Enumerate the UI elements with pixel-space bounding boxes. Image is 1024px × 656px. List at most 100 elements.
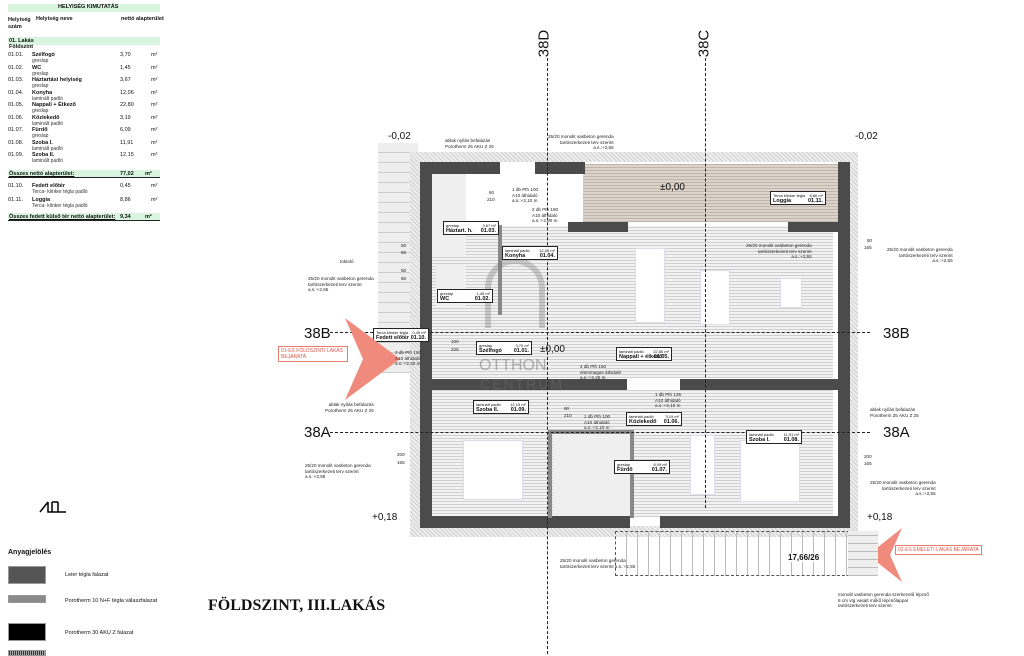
room-name: WC [32, 64, 42, 71]
axis-label-38d: 38D [535, 29, 553, 58]
legend-swatch-porotherm10 [8, 595, 46, 603]
outdoor-total-unit: m² [145, 214, 152, 220]
note-lintel-room: 1 db Pth 125 A10 áthidaló a.s.:+2,10 m [655, 392, 682, 409]
note-lintel-entry: 3 db Pth 150 A10 áthidaló a.s.:+2,30 m [395, 350, 422, 367]
note-beam-left: 25/20 monolit vasbeton gerenda tartószer… [308, 276, 374, 293]
room-label-floor: Terca klinker tégla [773, 193, 806, 198]
room-unit: m² [151, 196, 158, 203]
room-label-code: 01.04. [539, 253, 555, 259]
room-label-code: 01.03. [480, 228, 496, 234]
room-label-floor: laminált padló [749, 432, 774, 437]
room-area: 22,80 [120, 102, 134, 108]
room-number: 01.01. [8, 52, 24, 58]
col-number: Helyiség szám [8, 17, 31, 31]
room-floor: greslap [32, 70, 49, 77]
entry-label-right: 02-ES EMELETI LAKÁS BEJÁRATA [895, 545, 982, 555]
note-lintel-top: ablak nyílás befalazás Porotherm 25 AKU … [445, 138, 494, 149]
room-label-name: Szoba I. [749, 437, 770, 443]
axis-label-38a-right: 38A [883, 424, 910, 441]
room-label-area: 3,70 m² [515, 343, 529, 348]
level-top-right: -0,02 [855, 131, 878, 142]
wall-north-mid [535, 162, 585, 174]
apartment-label: 01. Lakás [9, 38, 34, 44]
dim-door-room-bottom: 210 [564, 413, 572, 418]
room-unit: m² [151, 114, 158, 121]
axis-label-38a-left: 38A [304, 424, 331, 441]
room-number: 01.04. [8, 89, 24, 96]
legend-swatch-insulation [8, 650, 46, 656]
room-label-floor: laminált padló [619, 349, 644, 354]
note-beam-right: 25/20 monolit vasbeton gerenda tartószer… [887, 247, 953, 264]
wall-north-right [788, 222, 838, 232]
note-lintel-left: ablak nyílás befalazás Porotherm 25 AKU … [325, 402, 374, 413]
entry-arrow-right-icon [868, 528, 902, 587]
wall-corridor-right [680, 379, 838, 390]
room-label-area: 3,19 m² [665, 414, 679, 419]
bed-room1 [740, 440, 800, 502]
partition-bath-side [630, 430, 634, 518]
room-floor: laminált padló [32, 158, 63, 164]
room-label-area: 0,45 m² [412, 330, 426, 335]
room-label-name: Közlekedő [629, 419, 657, 425]
table-title: HELYISÉG KIMUTATÁS [58, 4, 119, 10]
room-floor: greslap [32, 58, 49, 64]
note-lintel-kitchen: 1 db Pth 100 A10 áthidaló a.s.:+2,10 m [512, 187, 539, 204]
wall-east [838, 162, 850, 528]
total-bar [8, 170, 160, 178]
legend-label-porotherm30: Porotherm 30 AKU Z falazat [65, 630, 134, 636]
room-area: 8,86 [120, 196, 131, 203]
note-lintel-right: ablak nyílás befalazás Porotherm 25 AKU … [870, 407, 919, 418]
dim-w4-bottom: 165 [864, 245, 872, 250]
watermark-text-1: OTTHON [479, 357, 547, 374]
room-floor: greslap [32, 133, 49, 139]
stair-label: 17,66/26 [788, 553, 820, 562]
room-floor: laminált padló [32, 120, 63, 127]
wall-south-right [660, 516, 850, 528]
note-beam-bottom: 25/20 monolit vasbeton gerenda tartószer… [560, 558, 636, 569]
dim-door-entry-bottom: 225 [451, 347, 459, 352]
room-label-code: 01.08. [783, 437, 799, 443]
room-floor: laminált padló [32, 145, 63, 152]
legend-swatch-porotherm30 [8, 623, 46, 641]
note-stair: monolit vasbeton gerenda szerkezetű lépc… [838, 592, 929, 609]
room-area: 12,15 [120, 152, 134, 158]
room-number: 01.02. [8, 64, 24, 71]
wall-south-left [420, 516, 630, 528]
grid-line-38d [547, 58, 548, 654]
wall-north-left [420, 162, 500, 174]
dim-w1-top: 50 [401, 243, 407, 248]
room-name: Nappali + Étkező [32, 102, 76, 108]
room-label-area: 12,06 m² [539, 248, 555, 253]
room-label-floor: greslap [446, 223, 460, 228]
room-label-code: 01.06. [663, 419, 679, 425]
room-number: 01.08. [8, 139, 24, 146]
col-name: Helyiség neve [36, 16, 73, 22]
room-label-floor: laminált padló [476, 402, 501, 407]
dim-w2-top: 50 [401, 268, 407, 273]
stair-landing [848, 531, 878, 576]
level-loggia: ±0,00 [660, 182, 685, 193]
dim-w5-bottom: 165 [864, 461, 872, 466]
room-label-name: WC [440, 296, 450, 302]
room-label-code: 01.07. [651, 467, 667, 473]
note-beam-right2: 25/20 monolit vasbeton gerenda tartószer… [870, 480, 936, 497]
tv-unit [780, 278, 802, 308]
room-unit: m² [151, 64, 158, 71]
room-label-name: Szoba II. [476, 407, 499, 413]
room-label-code: 01.01. [513, 348, 529, 354]
room-name: Közlekedő [32, 114, 60, 121]
grid-line-38a [330, 432, 870, 433]
grid-line-38b [330, 332, 870, 333]
outdoor-total-bar [8, 213, 160, 221]
